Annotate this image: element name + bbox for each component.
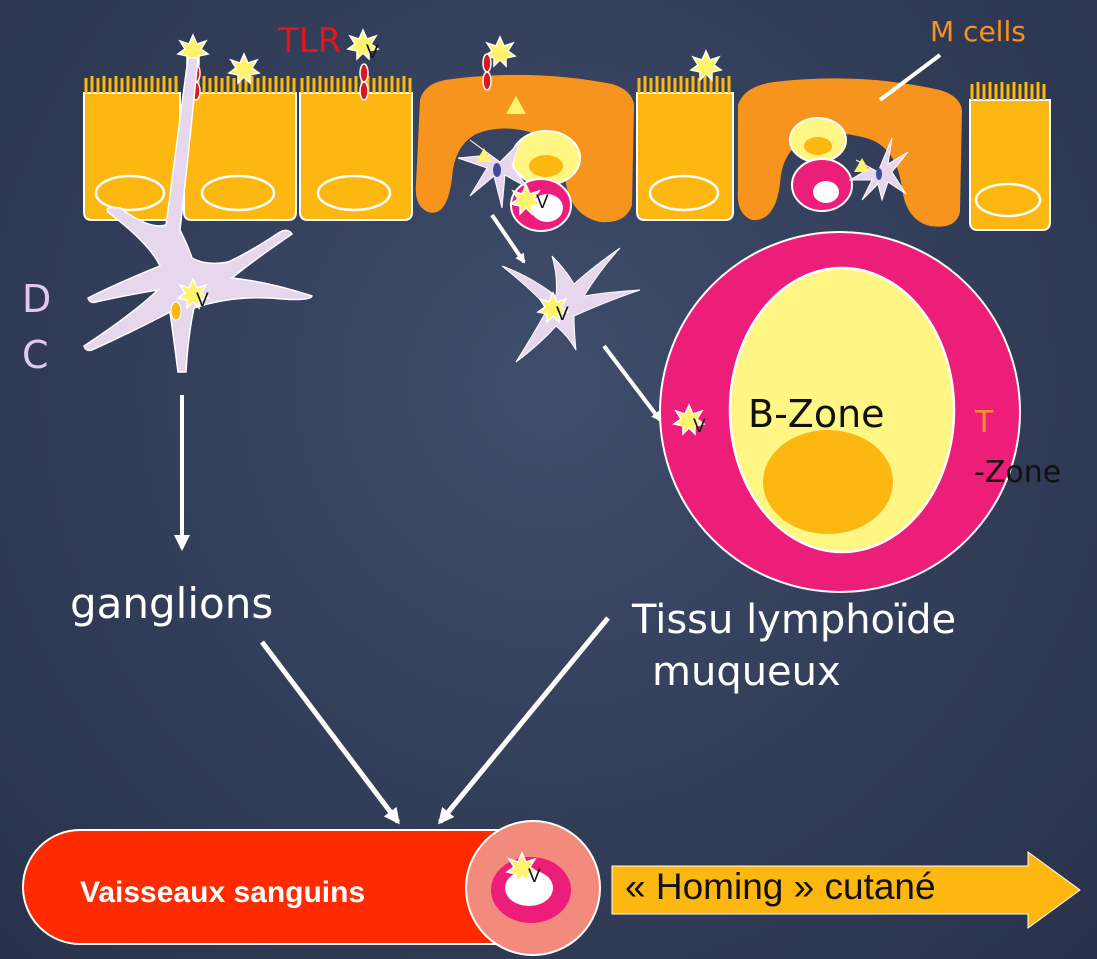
arrow-tissue-to-vessel (440, 618, 608, 822)
dendritic-cell-migrating (502, 248, 640, 362)
epithelial-cell (970, 82, 1050, 230)
m-cells-label: M cells (930, 18, 1026, 46)
virus-particle (691, 51, 721, 80)
epithelial-cell (300, 76, 412, 220)
blood-vessel-label: Vaisseaux sanguins (80, 878, 365, 908)
dc-label-d: D (22, 280, 51, 318)
svg-text:V: V (693, 416, 706, 437)
ganglions-label: ganglions (70, 583, 273, 625)
svg-text:V: V (528, 866, 541, 887)
b-zone-label: B-Zone (748, 395, 885, 433)
epithelial-cell (84, 76, 180, 220)
germinal-center (763, 430, 893, 534)
lymphocyte (512, 131, 580, 185)
svg-text:V: V (366, 42, 379, 63)
t-zone-label-zone: -Zone (974, 458, 1061, 488)
svg-text:V: V (556, 304, 569, 325)
infected-cell (792, 159, 852, 211)
tissue-label-line1: Tissu lymphoïde (632, 600, 956, 640)
tlr-label: TLR (278, 24, 341, 58)
svg-text:V: V (196, 290, 209, 311)
epithelial-cell (184, 76, 296, 220)
lymphocyte (790, 118, 846, 162)
tlr-receptor (483, 54, 491, 90)
dc-label-c: C (22, 336, 49, 374)
virus-particle: V (348, 30, 379, 63)
tissue-label-line2: muqueux (652, 652, 841, 692)
arrow-ganglions-to-vessel (262, 642, 398, 822)
epithelial-cell (637, 76, 733, 220)
homing-label: « Homing » cutané (625, 868, 936, 905)
arrow-to-follicle (604, 346, 660, 420)
svg-text:V: V (536, 192, 549, 213)
t-zone-label-t: T (975, 408, 993, 438)
m-cell (738, 78, 962, 226)
